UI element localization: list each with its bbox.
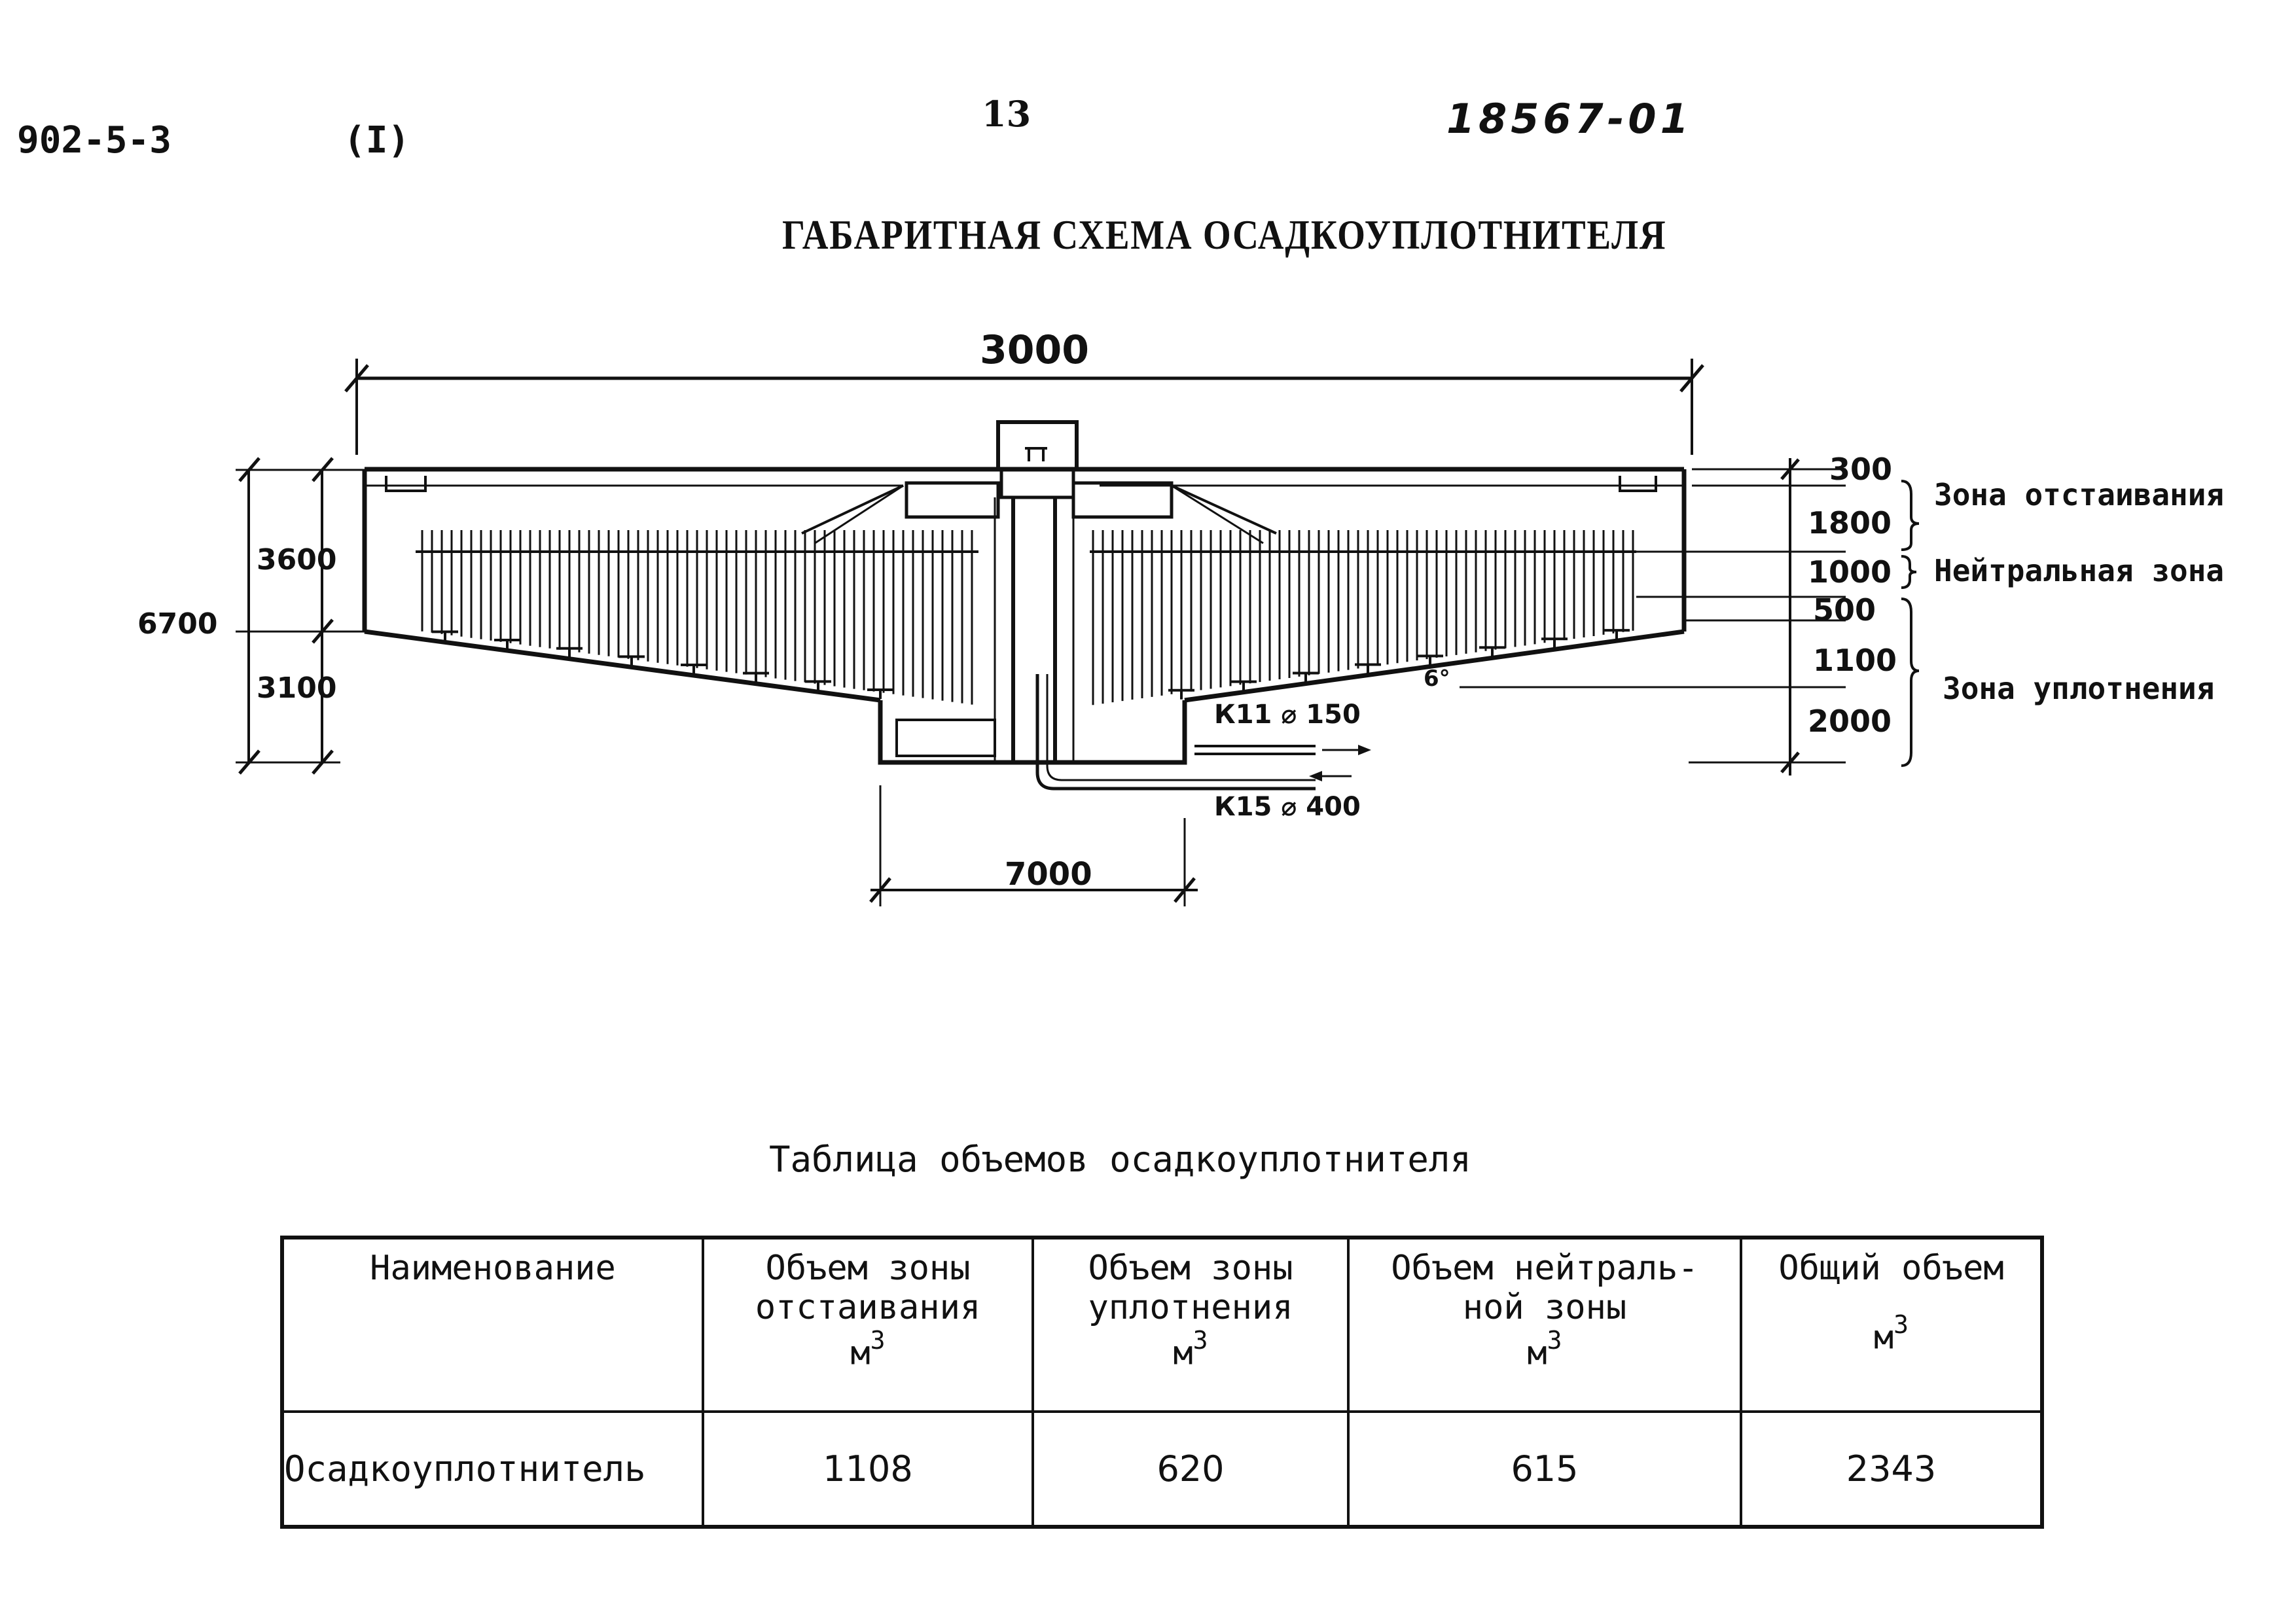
cell-total-volume: 2343 — [1740, 1410, 2043, 1528]
thickener-diagram: 3000 6700 3600 3100 7000 300 1800 1000 5… — [137, 327, 2224, 906]
series-number: 902-5-3 — [17, 119, 172, 162]
dim-right-1800: 1800 — [1808, 505, 1892, 541]
header-compaction-volume: Объем зоны уплотнения м3 — [1031, 1236, 1350, 1413]
arrow-inlet — [1309, 771, 1322, 781]
rake-left — [421, 530, 973, 705]
unit-m3: м3 — [850, 1326, 886, 1372]
cell-name: Осадкоуплотнитель — [281, 1410, 704, 1528]
dim-total-width: 3000 — [980, 327, 1089, 373]
unit-m3: м3 — [1874, 1310, 1909, 1357]
cell-settling-volume: 1108 — [702, 1410, 1034, 1528]
cell-compaction-volume: 620 — [1031, 1410, 1350, 1528]
dim-right-500: 500 — [1813, 592, 1876, 628]
zone-compaction-label: Зона уплотнения — [1943, 671, 2214, 706]
dim-right-1000: 1000 — [1808, 554, 1892, 590]
header-name: Наименование — [281, 1236, 704, 1413]
arrow-outlet — [1358, 745, 1371, 755]
header-settling-volume: Объем зоны отстаивания м3 — [702, 1236, 1034, 1413]
rake-right — [1092, 530, 1634, 705]
album-number: (I) — [344, 119, 410, 162]
sheet-number: 13 — [982, 93, 1031, 135]
pipe-k11-label: К11 ⌀ 150 — [1214, 700, 1361, 730]
cell-neutral-volume: 615 — [1347, 1410, 1742, 1528]
tank-outline — [236, 359, 1920, 906]
table-row: Осадкоуплотнитель 1108 620 615 2343 — [281, 1410, 2043, 1528]
unit-m3: м3 — [1173, 1326, 1208, 1372]
zone-settling-label: Зона отстаивания — [1934, 477, 2224, 512]
dim-right-300: 300 — [1829, 452, 1892, 487]
dim-pit-width: 7000 — [1005, 856, 1092, 893]
pipe-k15-label: К15 ⌀ 400 — [1214, 792, 1361, 822]
dim-right-2000: 2000 — [1808, 704, 1892, 739]
dim-right-1100: 1100 — [1813, 643, 1897, 678]
header-neutral-volume: Объем нейтраль- ной зоны м3 — [1347, 1236, 1742, 1413]
drawing-title: ГАБАРИТНАЯ СХЕМА ОСАДКОУПЛОТНИТЕЛЯ — [782, 211, 1667, 258]
table-caption: Таблица объемов осадкоуплотнителя — [769, 1139, 1471, 1180]
zone-neutral-label: Нейтральная зона — [1934, 553, 2224, 588]
dim-lower-height: 3100 — [257, 671, 336, 705]
slope-label: 6° — [1424, 666, 1450, 692]
scraper-blades — [432, 629, 1630, 700]
document-code: 18567-01 — [1446, 95, 1693, 143]
dim-total-height: 6700 — [137, 607, 217, 641]
header-total-volume: Общий объем м3 — [1740, 1236, 2043, 1413]
table-header-row: Наименование Объем зоны отстаивания м3 О… — [281, 1236, 2043, 1413]
volume-table: Наименование Объем зоны отстаивания м3 О… — [280, 1236, 2044, 1529]
unit-m3: м3 — [1527, 1326, 1562, 1372]
dim-upper-height: 3600 — [257, 543, 336, 577]
